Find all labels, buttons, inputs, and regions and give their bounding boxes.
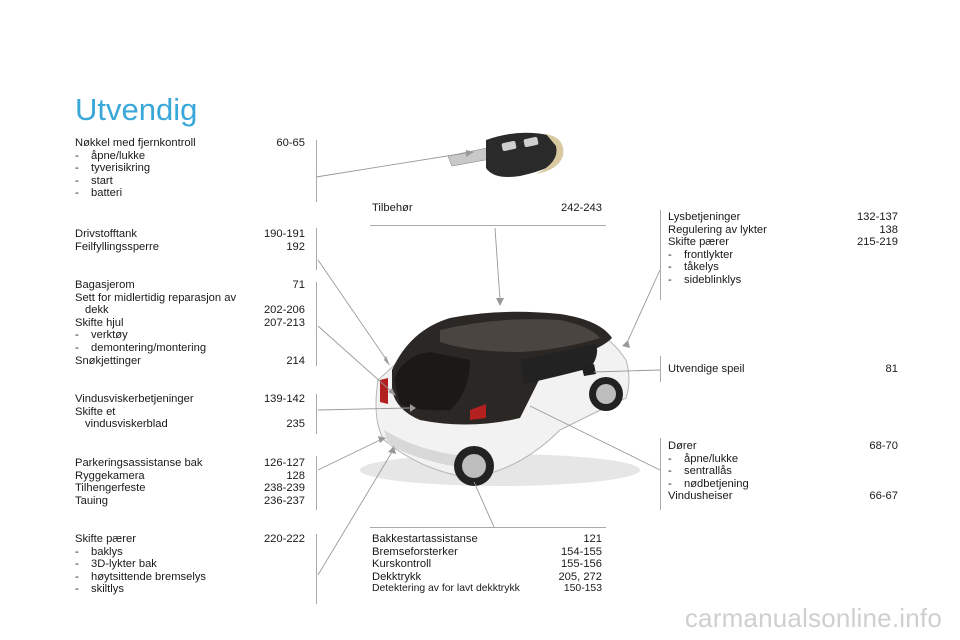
divider bbox=[370, 225, 606, 226]
divider bbox=[660, 438, 661, 510]
watermark: carmanualsonline.info bbox=[684, 603, 942, 633]
index-subentry: -demontering/montering bbox=[75, 341, 207, 354]
divider bbox=[316, 456, 317, 510]
leader-lines bbox=[315, 152, 661, 576]
index-subentry: -sideblinklys bbox=[668, 273, 742, 286]
index-subentry: -skiltlys bbox=[75, 583, 124, 596]
index-subentry: -åpne/lukke bbox=[75, 149, 146, 162]
index-subentry: -batteri bbox=[75, 187, 123, 200]
divider bbox=[370, 527, 606, 528]
divider bbox=[316, 282, 317, 366]
page-title: Utvendig bbox=[75, 92, 198, 127]
divider bbox=[660, 356, 661, 382]
car-image bbox=[360, 311, 640, 486]
index-subentry: -tyverisikring bbox=[75, 162, 151, 175]
index-entry: Skifte et bbox=[75, 405, 116, 418]
divider bbox=[316, 228, 317, 270]
divider bbox=[660, 210, 661, 300]
index-subentry: -høytsittende bremselys bbox=[75, 570, 207, 583]
index-entry: Sett for midlertidig reparasjon av bbox=[75, 291, 237, 304]
index-subentry: -sentrallås bbox=[668, 465, 732, 478]
index-subentry: -åpne/lukke bbox=[668, 452, 739, 465]
index-subentry: -3D-lykter bak bbox=[75, 558, 157, 571]
key-fob-image bbox=[447, 132, 564, 177]
index-subentry: -tåkelys bbox=[668, 261, 719, 274]
divider bbox=[316, 140, 317, 202]
index-subentry: -frontlykter bbox=[668, 248, 734, 261]
index-subentry: -nødbetjening bbox=[668, 477, 749, 490]
divider bbox=[316, 534, 317, 604]
divider bbox=[316, 394, 317, 434]
leader-arrowheads bbox=[378, 150, 630, 454]
index-subentry: -verktøy bbox=[75, 329, 128, 342]
index-subentry: -baklys bbox=[75, 545, 123, 558]
index-subentry: -start bbox=[75, 174, 113, 187]
